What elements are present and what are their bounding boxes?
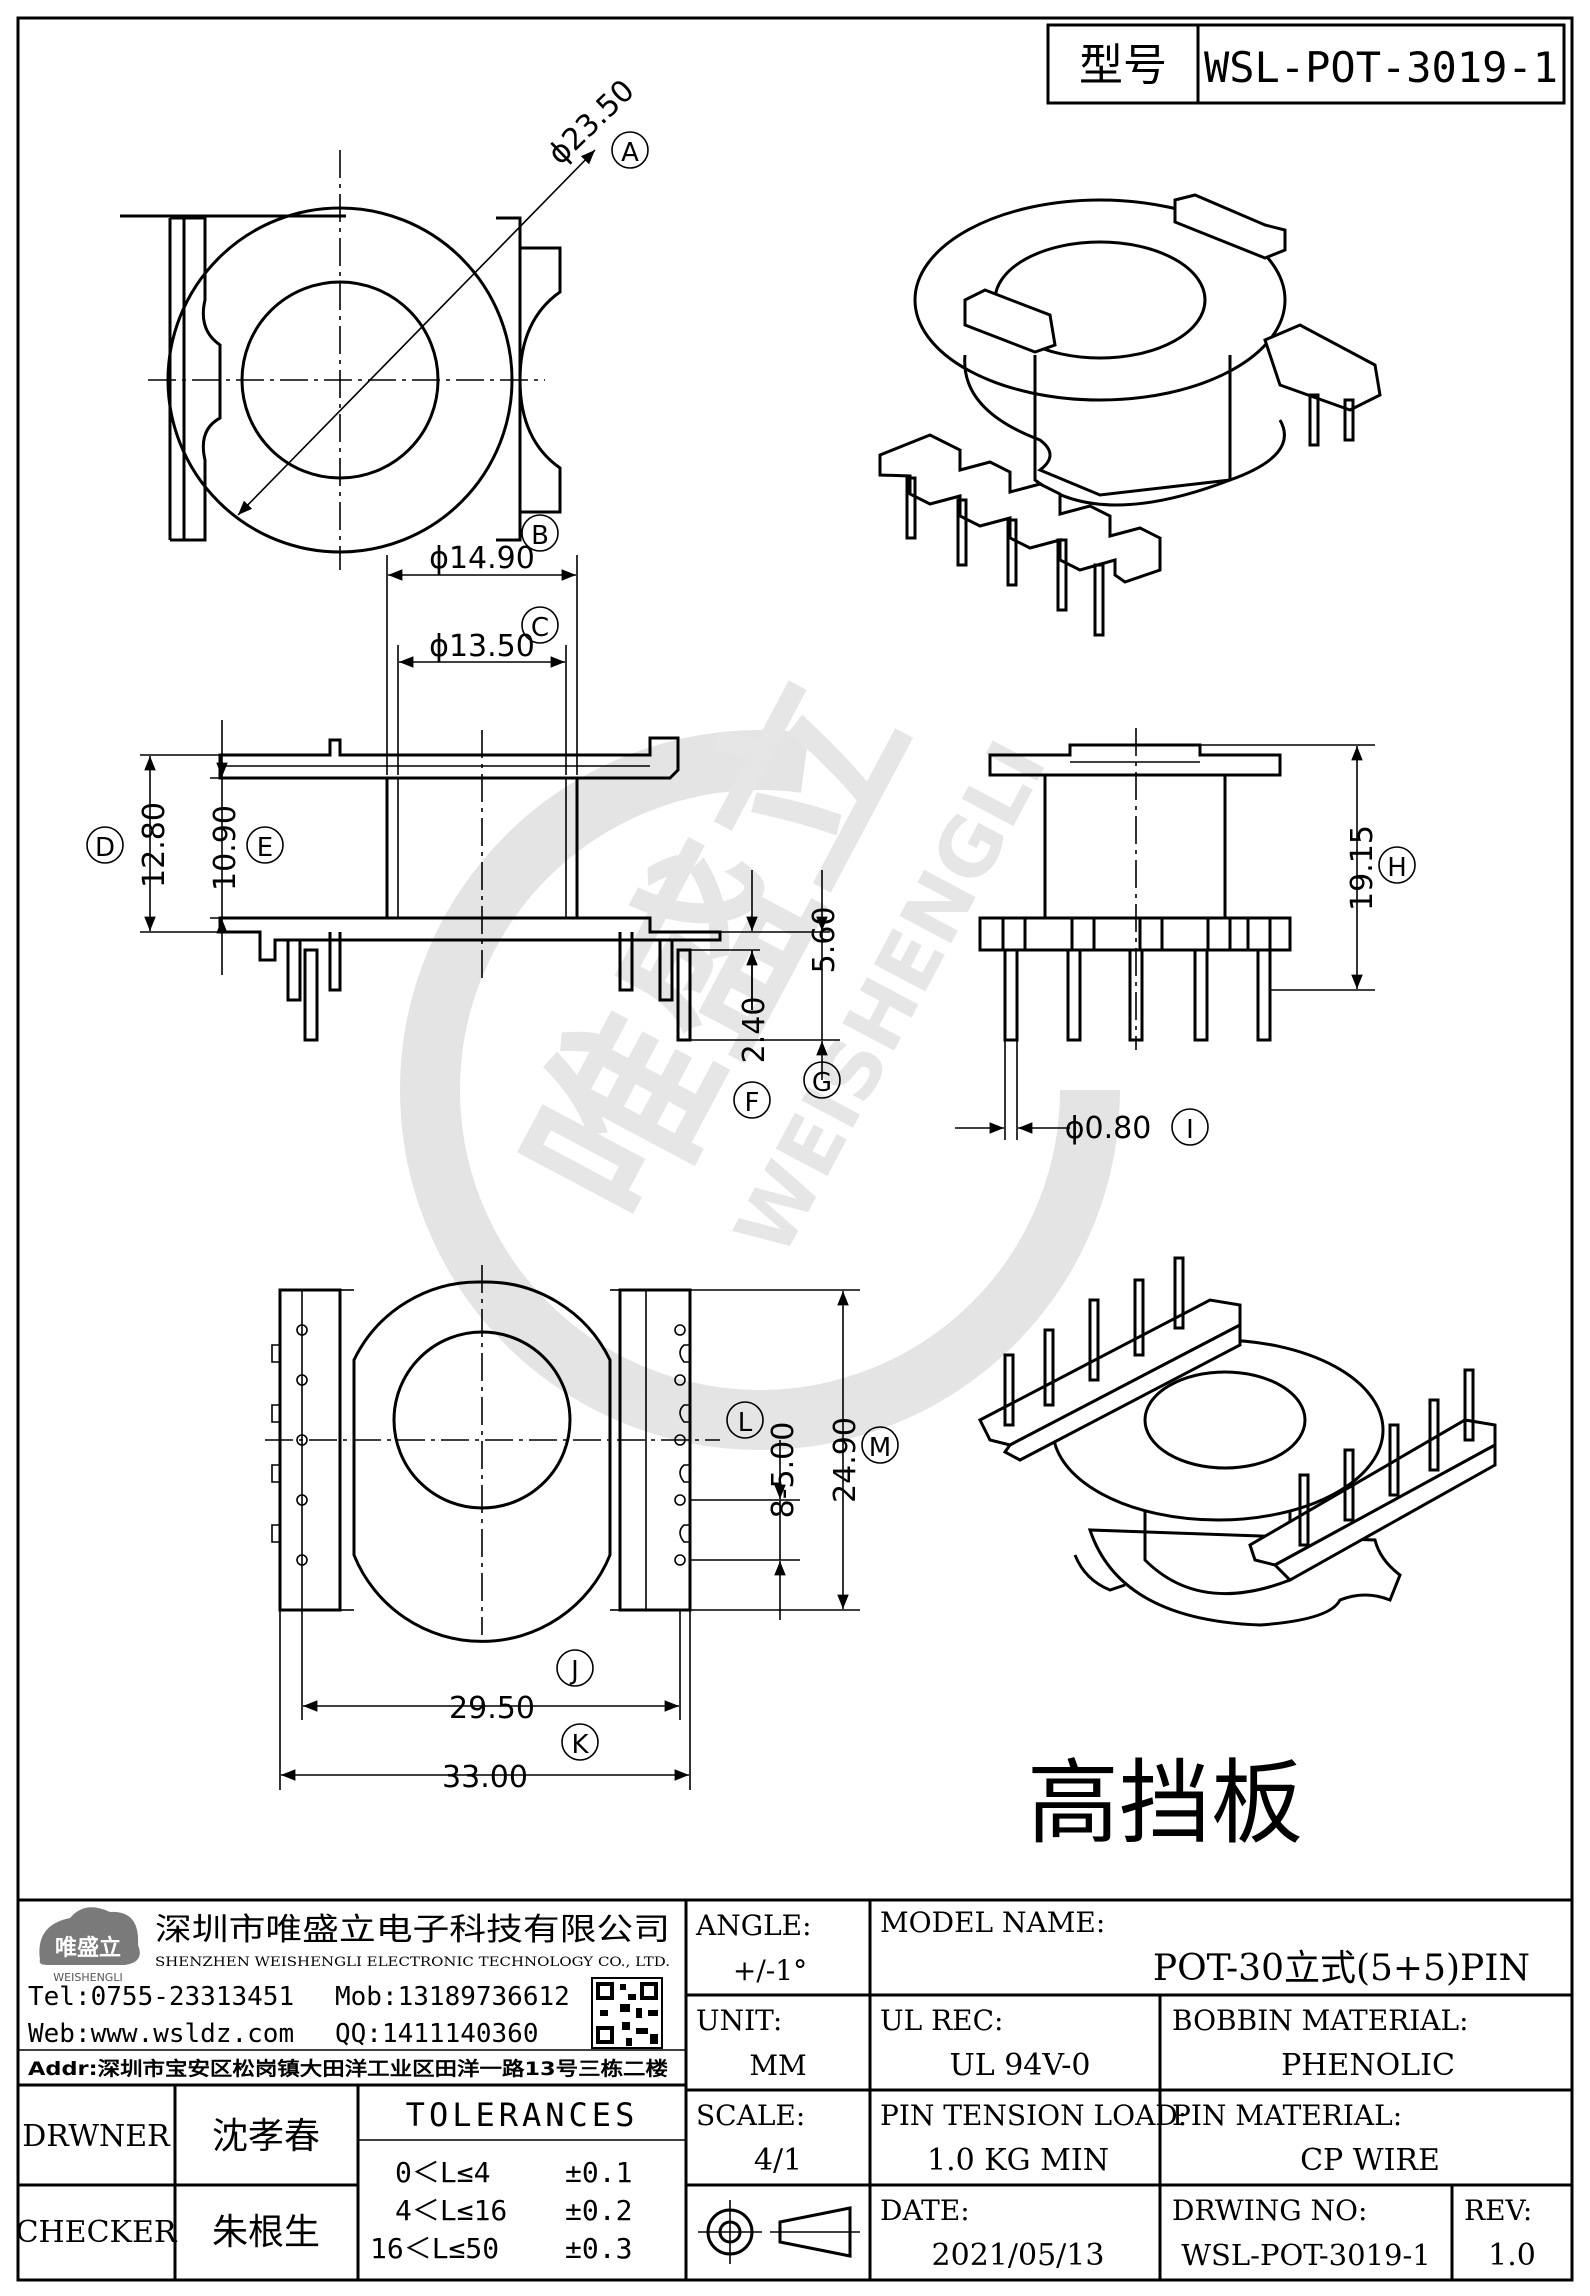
qr-code (591, 1977, 663, 2049)
logo-text: 唯盛立 (55, 1935, 121, 1961)
drawer-name: 沈孝春 (212, 2116, 320, 2157)
dim-J-letter: J (569, 1656, 579, 1686)
tol-row-2-tol: ±0.3 (565, 2232, 632, 2265)
company-name-cn: 深圳市唯盛立电子科技有限公司 (155, 1912, 670, 1948)
pin-tension-value: 1.0 KG MIN (927, 2143, 1109, 2178)
checker-name: 朱根生 (212, 2212, 320, 2253)
projection-symbol-icon (698, 2200, 860, 2264)
ul-value: UL 94V-0 (949, 2048, 1090, 2083)
dim-F-letter: F (745, 1088, 760, 1118)
bobbin-label: BOBBIN MATERIAL: (1172, 2004, 1469, 2037)
top-title-box: 型号 WSL-POT-3019-1 (1046, 23, 1566, 105)
type-label: 型号 (1079, 40, 1167, 91)
model-name-label: MODEL NAME: (880, 1906, 1105, 1939)
company-qq: QQ:1411140360 (335, 2019, 539, 2049)
dim-A-letter: A (621, 138, 639, 168)
pin-material-value: CP WIRE (1300, 2143, 1440, 2178)
company-name-en: SHENZHEN WEISHENGLI ELECTRONIC TECHNOLOG… (155, 1955, 670, 1970)
dim-G-letter: G (812, 1068, 832, 1098)
dim-M-value: 24.90 (828, 1417, 863, 1503)
unit-label: UNIT: (696, 2004, 782, 2037)
pin-material-label: PIN MATERIAL: (1172, 2099, 1402, 2132)
date-value: 2021/05/13 (932, 2238, 1105, 2273)
drawer-label: DRWNER (22, 2119, 171, 2154)
dim-J-value: 29.50 (449, 1691, 535, 1726)
model-code-top: WSL-POT-3019-1 (1204, 43, 1558, 92)
company-address: Addr:深圳市宝安区松岗镇大田洋工业区田洋一路13号三栋二楼 (28, 2057, 668, 2080)
tol-row-0-tol: ±0.1 (565, 2156, 632, 2189)
dim-K-letter: K (571, 1730, 589, 1760)
tol-row-1-tol: ±0.2 (565, 2194, 632, 2227)
drawing-no-value: WSL-POT-3019-1 (1181, 2238, 1430, 2272)
dim-D-letter: D (95, 833, 115, 863)
tol-row-1-range: 4＜L≤16 (395, 2194, 507, 2227)
tol-row-2-range: 16＜L≤50 (370, 2232, 499, 2265)
dim-M-letter: M (869, 1433, 891, 1463)
unit-value: MM (749, 2049, 806, 2082)
bobbin-value: PHENOLIC (1281, 2048, 1455, 2083)
rev-value: 1.0 (1488, 2238, 1536, 2273)
angle-value: +/-1° (733, 1954, 807, 1987)
dim-E-value: 10.90 (208, 805, 243, 891)
company-tel: Tel:0755-23313451 (28, 1982, 294, 2012)
model-name-value: POT-30立式(5+5)PIN (1153, 1948, 1530, 1989)
dim-H-value: 19.15 (1345, 825, 1380, 911)
pin-tension-label: PIN TENSION LOAD: (880, 2099, 1187, 2132)
dim-C-value: ϕ13.50 (429, 629, 535, 664)
dim-L-value: 8-5.00 (766, 1422, 801, 1519)
dim-E-letter: E (257, 833, 273, 863)
company-mob: Mob:13189736612 (335, 1982, 570, 2012)
rev-label: REV: (1464, 2194, 1532, 2227)
angle-label: ANGLE: (695, 1909, 812, 1942)
sheet-border (16, 16, 1574, 2282)
dim-G-value: 5.60 (807, 907, 842, 974)
dim-K-value: 33.00 (442, 1760, 528, 1795)
front-view: ϕ14.90 B ϕ13.50 C 12.80 D 10.90 E 2.40 F (86, 514, 842, 1119)
dim-D-value: 12.80 (137, 802, 172, 888)
isometric-view-top (878, 193, 1382, 637)
logo-sub: WEISHENGLI (53, 1971, 122, 1984)
dim-C-letter: C (531, 613, 549, 643)
top-view: ϕ23.50 A (120, 73, 649, 570)
dim-L-letter: L (738, 1408, 753, 1438)
ul-label: UL REC: (880, 2004, 1003, 2037)
caption: 高挡板 (1027, 1750, 1303, 1857)
scale-label: SCALE: (696, 2099, 805, 2132)
dim-B-value: ϕ14.90 (429, 541, 535, 576)
bottom-view: 24.90 M 8-5.00 L 29.50 J 33.00 K (265, 1265, 899, 1795)
side-view: 19.15 H ϕ0.80 I (955, 728, 1416, 1146)
dim-I-value: ϕ0.80 (1065, 1111, 1152, 1146)
company-logo: 唯盛立 WEISHENGLI (39, 1907, 140, 1984)
scale-value: 4/1 (754, 2143, 802, 2178)
dim-I-letter: I (1186, 1115, 1194, 1145)
title-block: 唯盛立 WEISHENGLI 深圳市唯盛立电子科技有限公司 SHENZHEN W… (16, 1898, 1572, 2280)
drawing-no-label: DRWING NO: (1172, 2194, 1367, 2227)
date-label: DATE: (880, 2194, 970, 2227)
tol-row-0-range: 0＜L≤4 (395, 2156, 490, 2189)
dim-F-value: 2.40 (737, 997, 772, 1064)
dim-B-letter: B (531, 521, 549, 551)
company-web: Web:www.wsldz.com (28, 2019, 294, 2049)
isometric-view-bottom (977, 1256, 1497, 1627)
checker-label: CHECKER (16, 2215, 178, 2250)
tolerances-title: TOLERANCES (406, 2096, 639, 2134)
dim-H-letter: H (1387, 853, 1407, 883)
